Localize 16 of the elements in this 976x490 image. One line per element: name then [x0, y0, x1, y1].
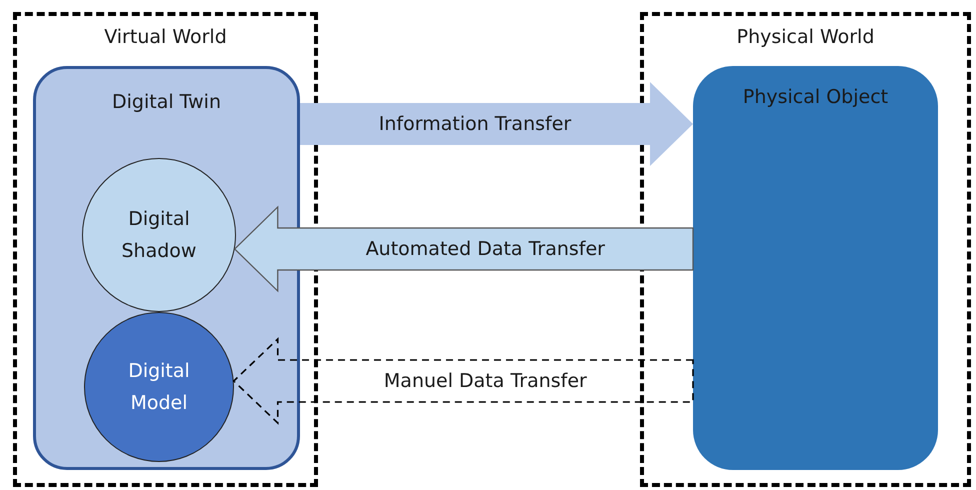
- dashed-region: [13, 12, 318, 487]
- node-label: Physical Object: [742, 86, 890, 108]
- dashed-region: [640, 12, 971, 487]
- region-title: Virtual World: [103, 26, 228, 48]
- edge-label: Manuel Data Transfer: [384, 370, 587, 392]
- node-label: Digital Twin: [111, 91, 222, 113]
- block-arrow: [300, 82, 693, 166]
- node-label: Digital Model: [127, 359, 191, 416]
- edge-label: Information Transfer: [378, 113, 572, 135]
- edge-label: Automated Data Transfer: [366, 238, 605, 260]
- rounded-box: [693, 66, 938, 470]
- block-arrow: [232, 337, 694, 425]
- region-title: Physical World: [736, 26, 876, 48]
- rounded-box: [33, 66, 300, 470]
- node-label: Digital Shadow: [120, 207, 198, 264]
- block-arrow: [234, 206, 694, 292]
